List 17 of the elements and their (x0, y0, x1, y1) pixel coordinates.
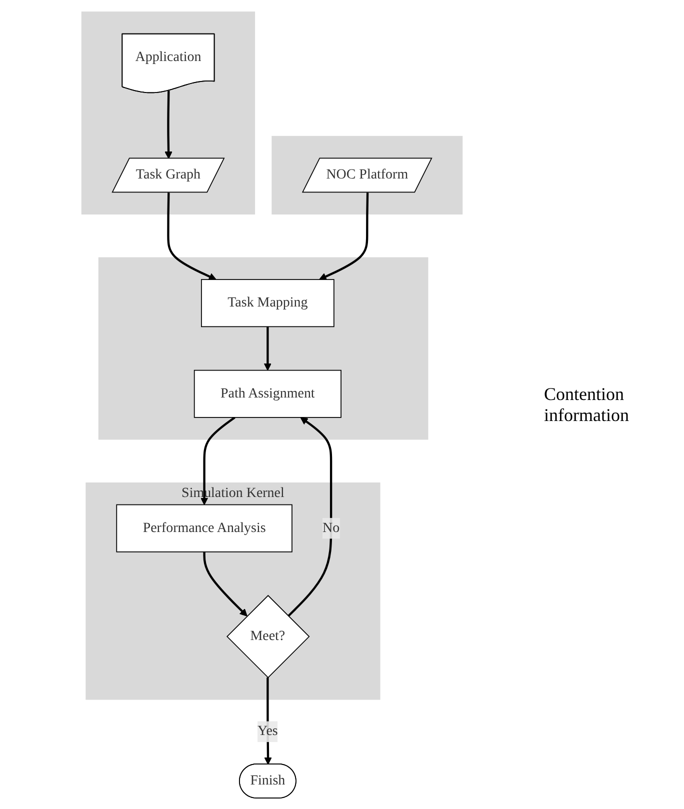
arrow (264, 677, 272, 764)
arrow (167, 192, 216, 280)
edge-label: No (322, 520, 340, 535)
edge-label: Yes (258, 723, 278, 738)
node-box: Performance Analysis (116, 504, 292, 552)
cluster (81, 11, 256, 214)
arrow (264, 326, 272, 370)
arrow (203, 551, 248, 616)
arrow (318, 192, 369, 280)
note-text: Contention information (544, 384, 630, 426)
cluster (272, 135, 463, 214)
node-diamond: Meet? (226, 594, 310, 678)
arrow (164, 90, 172, 158)
node-box: Task Mapping (201, 278, 334, 327)
node-box: Path Assignment (194, 369, 342, 418)
arrow (288, 416, 332, 616)
cluster (98, 256, 428, 440)
